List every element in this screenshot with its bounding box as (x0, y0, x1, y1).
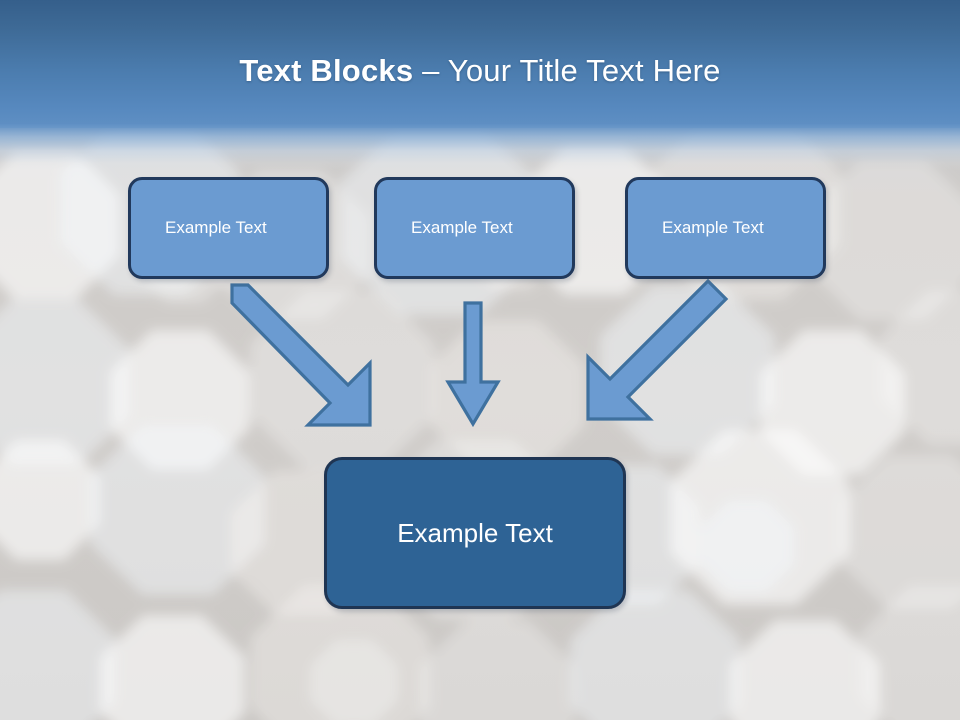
text-block-result[interactable]: Example Text (324, 457, 626, 609)
arrow-right[interactable] (586, 278, 729, 421)
header-fade (0, 124, 960, 170)
arrow-left[interactable] (230, 283, 372, 427)
text-block-3[interactable]: Example Text (625, 177, 826, 279)
text-block-3-label: Example Text (662, 218, 764, 237)
arrow-center[interactable] (445, 301, 501, 428)
text-block-2[interactable]: Example Text (374, 177, 575, 279)
text-block-1-label: Example Text (165, 218, 267, 237)
page-title-separator: – (422, 53, 448, 88)
arrow-left-shape[interactable] (230, 283, 372, 427)
arrow-center-shape[interactable] (445, 301, 501, 428)
text-block-1[interactable]: Example Text (128, 177, 329, 279)
arrow-right-shape[interactable] (586, 278, 729, 421)
page-title-normal: Your Title Text Here (447, 53, 721, 88)
page-title: Text Blocks – Your Title Text Here (0, 52, 960, 90)
text-block-2-label: Example Text (411, 218, 513, 237)
page-title-bold: Text Blocks (239, 53, 423, 88)
text-block-result-label: Example Text (397, 517, 553, 548)
header-band (0, 0, 960, 128)
